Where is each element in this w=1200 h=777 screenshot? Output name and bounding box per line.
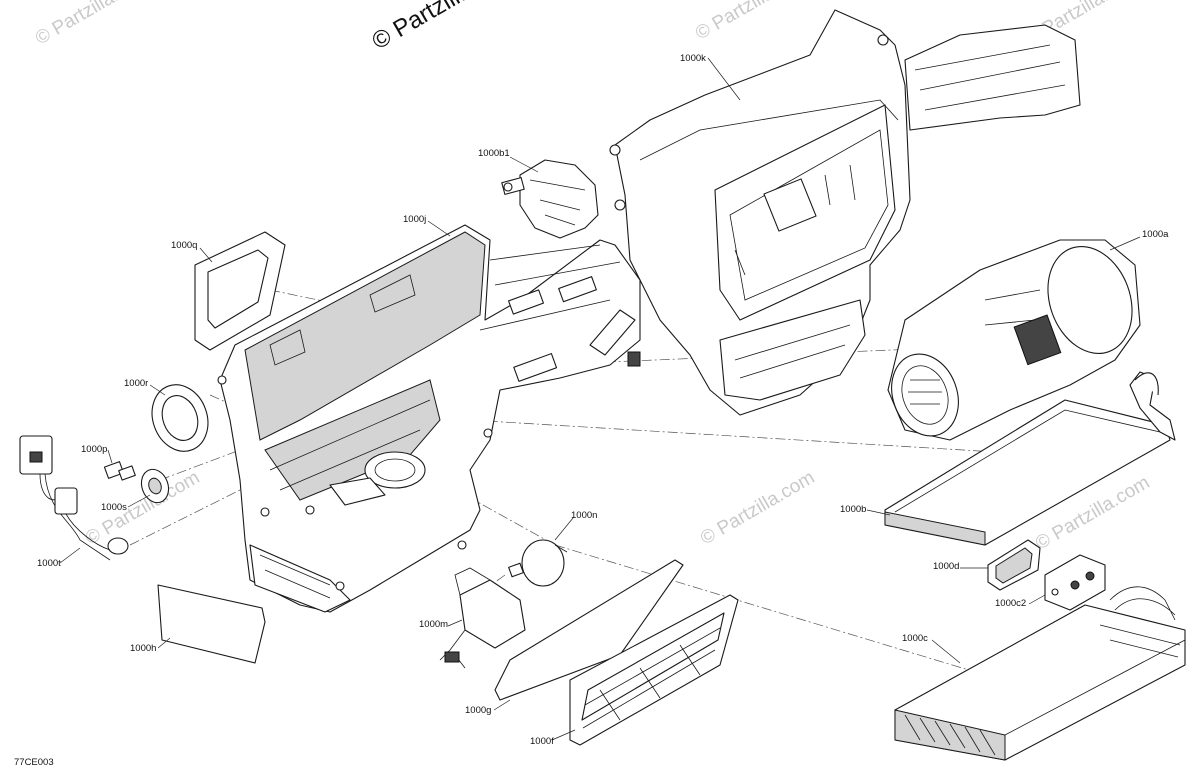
callout-1000p: 1000p xyxy=(81,444,107,455)
grommet-1000r xyxy=(151,384,209,452)
valve-1000c2 xyxy=(1044,554,1176,621)
callout-1000d: 1000d xyxy=(933,561,959,572)
cap-1000n xyxy=(521,539,568,587)
figure-code: 77CE003 xyxy=(14,757,54,768)
callout-1000q: 1000q xyxy=(171,240,197,251)
watermark-6: © Partzilla.com xyxy=(697,467,818,549)
watermark-2: © Partzilla.com xyxy=(692,0,813,44)
callout-1000n: 1000n xyxy=(571,510,597,521)
gasket-1000q xyxy=(194,231,286,351)
callout-1000k: 1000k xyxy=(680,53,706,64)
callout-1000b: 1000b xyxy=(840,504,866,515)
callout-1000j: 1000j xyxy=(403,214,426,225)
callout-1000g: 1000g xyxy=(465,705,491,716)
callout-1000c2: 1000c2 xyxy=(995,598,1026,609)
callout-1000s: 1000s xyxy=(101,502,127,513)
watermark-top: © Partzilla xyxy=(368,0,477,55)
blower-1000a xyxy=(887,239,1141,441)
housing-1000j xyxy=(217,224,641,613)
callout-1000t: 1000t xyxy=(37,558,61,569)
sensor-1000p xyxy=(103,461,136,481)
callout-1000b1: 1000b1 xyxy=(478,148,510,159)
actuator-1000b1 xyxy=(501,159,599,239)
housing-1000k xyxy=(609,9,1081,416)
callout-1000m: 1000m xyxy=(419,619,448,630)
evaporator-1000c xyxy=(894,604,1186,761)
callout-labels: 1000k 1000b1 1000j 1000q 1000a 1000r 100… xyxy=(14,53,1169,768)
pad-1000h xyxy=(157,584,266,664)
callout-1000a: 1000a xyxy=(1142,229,1169,240)
callout-1000f: 1000f xyxy=(530,736,554,747)
actuator-1000m xyxy=(439,562,526,669)
callout-1000c: 1000c xyxy=(902,633,928,644)
heater-core-1000b xyxy=(884,371,1176,546)
grille-1000f xyxy=(569,594,739,746)
watermark-1: © Partzilla.com xyxy=(32,0,153,49)
callout-1000r: 1000r xyxy=(124,378,148,389)
gasket-1000d xyxy=(987,539,1041,591)
leader-lines xyxy=(59,57,1141,741)
seal-1000s xyxy=(140,468,170,504)
callout-1000h: 1000h xyxy=(130,643,156,654)
harness-1000t xyxy=(19,435,129,561)
